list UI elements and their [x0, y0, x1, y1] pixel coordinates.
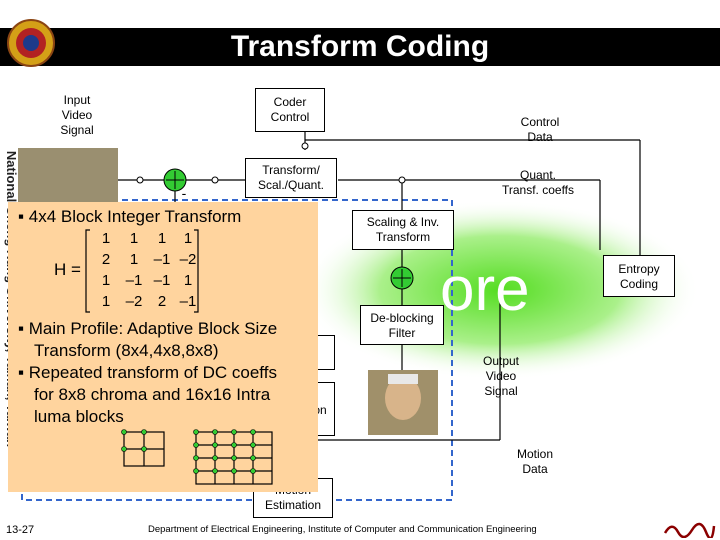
matrix-cell: –2	[125, 293, 143, 310]
matrix-cell: 1	[101, 230, 111, 247]
matrix-cell: –2	[179, 251, 197, 268]
deblocking-filter-box[interactable]: De-blocking Filter	[360, 305, 444, 345]
input-video-thumbnail	[18, 148, 118, 208]
scaling-inv-transform-box[interactable]: Scaling & Inv. Transform	[352, 210, 454, 250]
matrix-cell: 1	[183, 272, 193, 289]
input-video-signal-label: Input Video Signal	[60, 93, 94, 137]
matrix-cell: 1	[183, 230, 193, 247]
control-data-label: Control Data	[520, 115, 560, 144]
quant-transf-coeffs-label: Quant. Transf. coeffs	[501, 168, 575, 197]
title-bar	[0, 28, 720, 66]
matrix-cell: –1	[153, 251, 171, 268]
bullet-main-profile-cont: Transform (8x4,4x8,8x8)	[34, 341, 219, 360]
motion-estimation-box[interactable]: Motion Estimation	[253, 478, 333, 518]
core-text: ore	[440, 255, 530, 324]
bullet-main-profile: ▪ Main Profile: Adaptive Block Size	[18, 319, 278, 338]
entropy-coding-box[interactable]: Entropy Coding	[603, 255, 675, 297]
slide-title: Transform Coding	[230, 30, 490, 63]
matrix-cell: –1	[179, 293, 197, 310]
coder-control-box[interactable]: Coder Control	[255, 88, 325, 132]
matrix-cell: 1	[129, 251, 139, 268]
matrix-cell: 1	[157, 230, 167, 247]
matrix-cell: 1	[129, 230, 139, 247]
bullet-dc-coeffs-cont: for 8x8 chroma and 16x16 Intra	[34, 385, 271, 404]
motion-data-label: Motion Data	[516, 447, 554, 476]
dc-coefficient-grids	[121, 429, 273, 485]
matrix-cell: 1	[101, 293, 111, 310]
minus-sign: -	[181, 185, 187, 201]
ncku-logo-icon	[662, 518, 716, 538]
matrix-cell: –1	[153, 272, 171, 289]
matrix-cell: 2	[157, 293, 167, 310]
bullet-dc-coeffs: ▪ Repeated transform of DC coeffs	[18, 363, 277, 382]
slide-number: 13-27	[6, 524, 35, 536]
bullet-dc-coeffs-cont2: luma blocks	[34, 407, 124, 426]
transform-callout	[8, 202, 318, 492]
matrix-cell: 1	[101, 272, 111, 289]
matrix-brackets	[85, 229, 199, 313]
university-seal-icon	[7, 19, 55, 67]
transform-scal-quant-box[interactable]: Transform/ Scal./Quant.	[245, 158, 337, 198]
output-video-signal-label: Output Video Signal	[482, 354, 520, 398]
department-footer: Department of Electrical Engineering, In…	[148, 524, 537, 535]
matrix-cell: –1	[125, 272, 143, 289]
bullet-4x4-transform: ▪ 4x4 Block Integer Transform	[18, 207, 242, 226]
matrix-label: H =	[54, 260, 81, 279]
matrix-cell: 2	[101, 251, 111, 268]
